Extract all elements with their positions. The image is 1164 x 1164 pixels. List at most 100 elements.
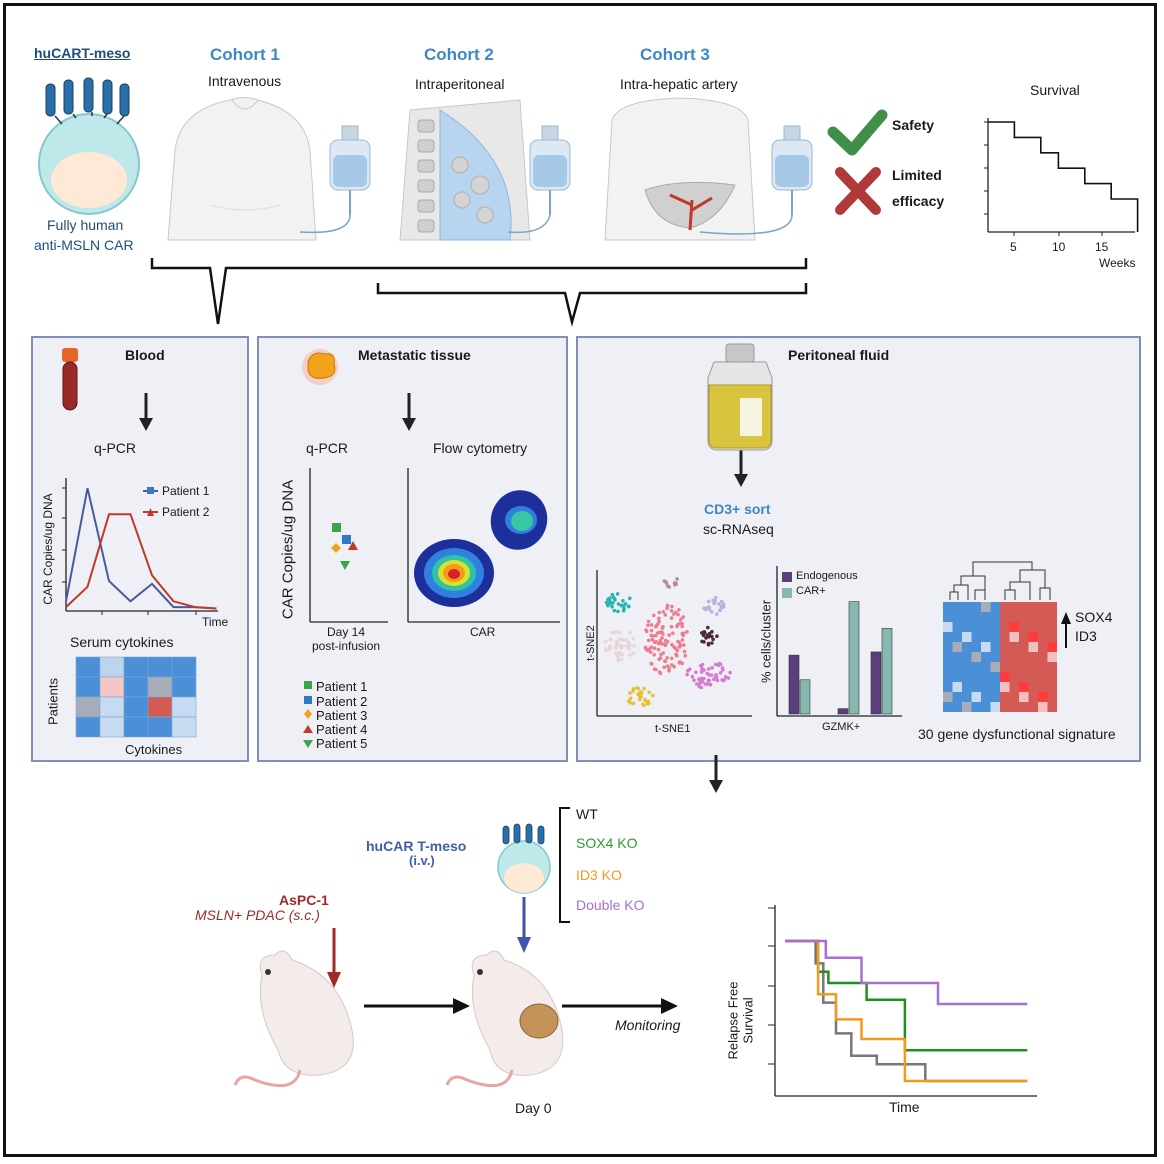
signature-cell <box>971 672 981 682</box>
signature-cell <box>1047 702 1057 712</box>
iv-bag-icons <box>299 125 813 235</box>
tissue-ylabel: CAR Copies/ug DNA <box>279 479 297 620</box>
efficacy-label-1: Limited <box>892 167 942 183</box>
efficacy-label-2: efficacy <box>892 193 945 209</box>
heatmap-cell <box>99 676 125 698</box>
tsne-point <box>711 637 715 642</box>
cross-icon <box>835 167 881 215</box>
cohort1-route: Intravenous <box>208 73 282 89</box>
signature-cell <box>962 632 972 642</box>
tissue-legend-4: Patient 4 <box>316 722 368 737</box>
group-dko: Double KO <box>576 897 645 913</box>
signature-cell <box>952 642 962 652</box>
tsne-point <box>728 670 732 675</box>
tsne-point <box>671 631 675 635</box>
survival-step-curve <box>988 121 1139 232</box>
signature-cell <box>990 612 1000 622</box>
tsne-point <box>649 623 654 627</box>
signature-cell <box>1028 672 1038 682</box>
tsne-point <box>656 622 660 626</box>
heatmap-cell <box>147 696 173 718</box>
heatmap-cell <box>75 696 101 718</box>
signature-cell <box>1038 702 1048 712</box>
tsne-point <box>665 603 670 608</box>
bar-legend-1: Endogenous <box>796 570 858 582</box>
tsne-point <box>707 607 712 611</box>
tsne-point <box>622 607 626 611</box>
tsne-point <box>618 630 622 634</box>
signature-cell <box>1047 612 1057 622</box>
signature-cell <box>971 612 981 622</box>
tsne-point <box>669 608 674 613</box>
signature-cell <box>1038 622 1048 632</box>
signature-cell <box>1028 692 1038 702</box>
signature-cell <box>990 662 1000 672</box>
tsne-point <box>658 656 663 660</box>
tsne-point <box>707 673 711 677</box>
signature-label: 30 gene dysfunctional signature <box>918 726 1116 742</box>
tsne-point <box>667 633 671 637</box>
blood-legend-2: Patient 2 <box>162 505 210 519</box>
signature-cell <box>981 632 991 642</box>
signature-cell <box>1038 612 1048 622</box>
heatmap-cell <box>171 676 197 698</box>
tsne-point <box>697 684 702 689</box>
heatmap-cell <box>75 676 101 698</box>
signature-cell <box>962 622 972 632</box>
tsne-point <box>699 664 703 668</box>
tsne-point <box>675 648 680 653</box>
cytokines-title: Serum cytokines <box>70 634 174 650</box>
tsne-point <box>624 638 629 642</box>
tsne-point <box>721 668 725 672</box>
gzmk-bar <box>837 708 849 715</box>
tsne-point <box>637 697 642 702</box>
signature-cell <box>1038 602 1048 612</box>
tsne-point <box>612 608 617 613</box>
signature-cell <box>1047 662 1057 672</box>
tsne-point <box>672 664 676 669</box>
tsne-point <box>645 648 650 653</box>
signature-cell <box>1000 622 1010 632</box>
tsne-point <box>669 624 674 629</box>
tsne-point <box>616 658 621 663</box>
tissue-legend-1: Patient 1 <box>316 679 368 694</box>
tsne-point <box>713 662 718 667</box>
tsne-point <box>649 628 654 633</box>
tsne-point <box>702 640 706 644</box>
tsne-point <box>649 645 653 650</box>
tsne-point <box>709 673 714 677</box>
tsne-point <box>694 670 698 675</box>
tsne-point <box>702 676 706 681</box>
signature-cell <box>943 692 953 702</box>
heatmap-cell <box>171 716 197 738</box>
signature-cell <box>981 642 991 652</box>
tsne-point <box>712 677 716 682</box>
tissue-legend-5: Patient 5 <box>316 736 368 751</box>
tsne-point <box>675 624 679 629</box>
tsne-point <box>613 646 618 650</box>
tsne-point <box>685 630 689 634</box>
hucar-t-cell-small <box>497 823 551 894</box>
tsne-point <box>628 691 632 695</box>
signature-cell <box>962 602 972 612</box>
tsne-point <box>670 604 674 609</box>
signature-cell <box>1028 642 1038 652</box>
patient2-line <box>65 513 217 610</box>
signature-cell <box>990 632 1000 642</box>
tissue-title: Metastatic tissue <box>358 347 471 363</box>
fluid-title: Peritoneal fluid <box>788 347 890 363</box>
tsne-point <box>663 659 667 663</box>
signature-cell <box>1009 612 1019 622</box>
tsne-point <box>616 602 621 606</box>
tsne-point <box>702 630 706 634</box>
tsne-point <box>679 617 683 622</box>
tsne-point <box>631 701 636 706</box>
tsne-point <box>676 612 680 617</box>
tsne-point <box>619 651 623 656</box>
tsne-point <box>650 637 655 642</box>
bar-legend-2: CAR+ <box>796 585 826 597</box>
tissue-legend-3: Patient 3 <box>316 708 368 723</box>
tsne-point <box>682 649 687 654</box>
tsne-point <box>692 678 696 682</box>
tumor-icon <box>302 349 338 385</box>
